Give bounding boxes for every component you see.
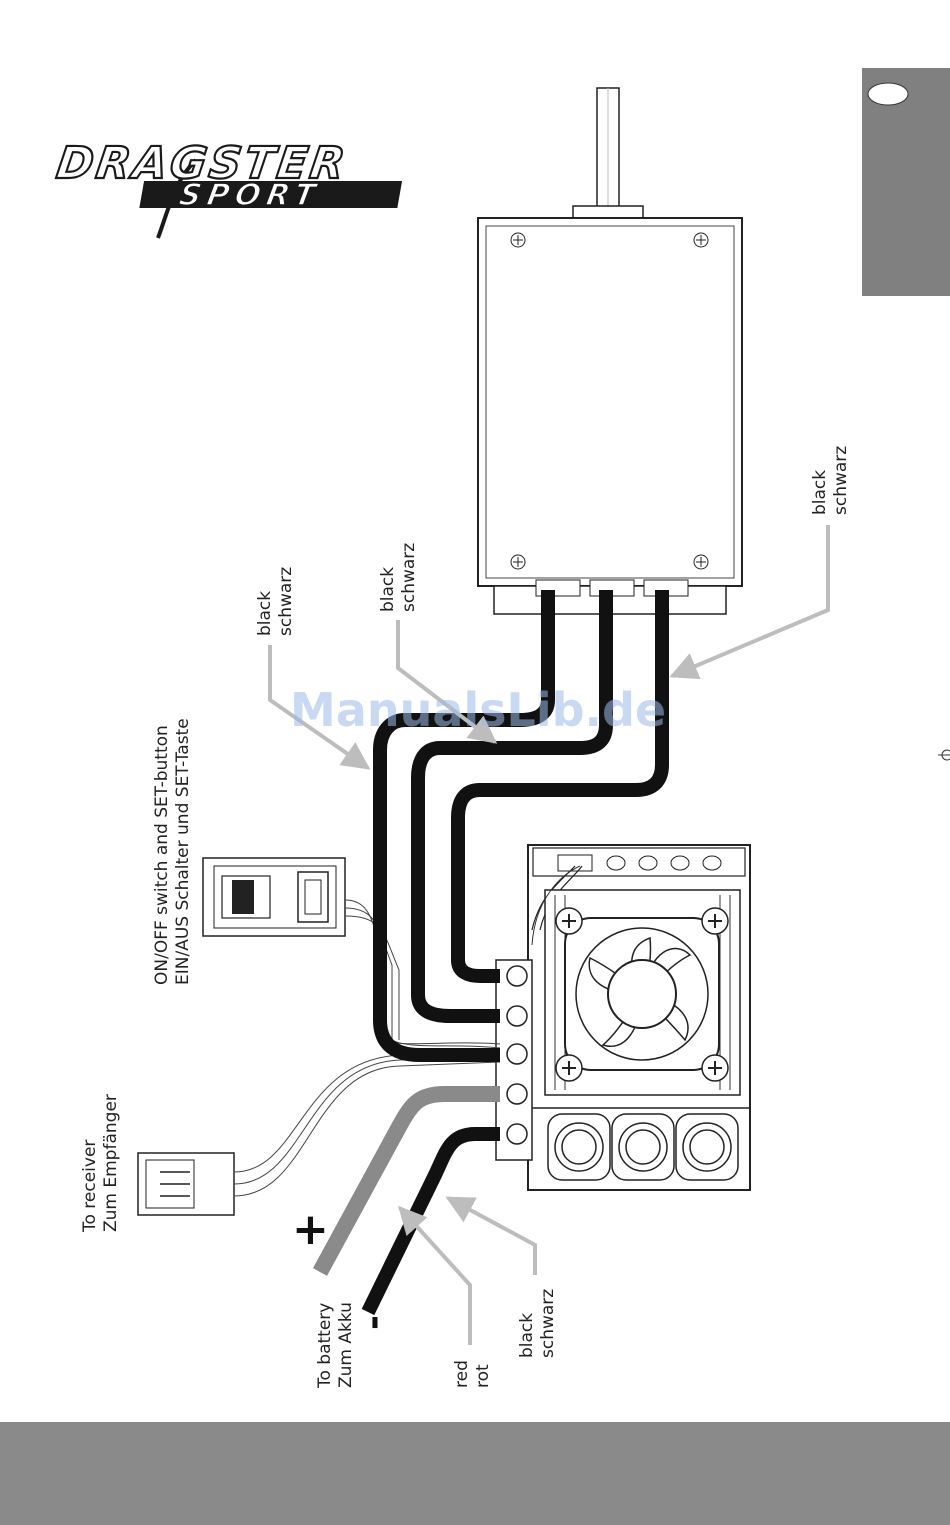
logo-line2: SPORT	[176, 178, 323, 213]
svg-text:black: black	[517, 1313, 537, 1358]
label-motor-wire-c: black schwarz	[810, 446, 851, 515]
label-switch: ON/OFF switch and SET-button EIN/AUS Sch…	[152, 718, 193, 985]
svg-text:To battery: To battery	[315, 1303, 335, 1389]
screw-icon	[556, 1055, 582, 1081]
svg-text:schwarz: schwarz	[399, 543, 419, 612]
svg-text:black: black	[810, 470, 830, 515]
label-receiver: To receiver Zum Empfänger	[80, 1094, 121, 1233]
label-black-wire: black schwarz	[517, 1289, 558, 1358]
svg-text:schwarz: schwarz	[538, 1289, 558, 1358]
screw-icon	[511, 555, 525, 569]
speed-controller	[496, 845, 750, 1190]
svg-text:schwarz: schwarz	[831, 446, 851, 515]
svg-text:ON/OFF switch and SET-button: ON/OFF switch and SET-button	[152, 725, 172, 985]
svg-text:schwarz: schwarz	[276, 567, 296, 636]
dragster-sport-logo: DRAGSTER SPORT	[53, 138, 402, 238]
label-battery: To battery Zum Akku	[315, 1302, 356, 1389]
svg-text:rot: rot	[473, 1364, 493, 1388]
label-motor-wire-b: black schwarz	[378, 543, 419, 612]
bottom-band	[0, 1422, 950, 1525]
on-off-switch[interactable]	[203, 858, 345, 936]
screw-icon	[511, 233, 525, 247]
label-red-wire: red rot	[452, 1360, 493, 1388]
svg-text:black: black	[255, 591, 275, 636]
svg-text:To receiver: To receiver	[80, 1140, 100, 1233]
receiver-plug	[138, 1153, 234, 1215]
svg-text:EIN/AUS Schalter und SET-Taste: EIN/AUS Schalter und SET-Taste	[173, 718, 193, 985]
svg-text:red: red	[452, 1360, 472, 1388]
battery-minus-sign: -	[353, 1315, 394, 1330]
screw-icon	[702, 908, 728, 934]
screw-icon	[694, 233, 708, 247]
svg-text:black: black	[378, 567, 398, 612]
screw-icon	[702, 1055, 728, 1081]
battery-plus-sign: +	[292, 1204, 329, 1255]
screw-icon	[556, 908, 582, 934]
screw-icon	[694, 555, 708, 569]
label-motor-wire-a: black schwarz	[255, 567, 296, 636]
battery-red-wire	[320, 1094, 500, 1272]
watermark: ManualsLib.de	[290, 683, 666, 737]
motor	[478, 88, 742, 614]
side-tab-oval	[868, 83, 908, 105]
svg-text:Zum Empfänger: Zum Empfänger	[101, 1094, 121, 1232]
svg-text:Zum Akku: Zum Akku	[336, 1302, 356, 1388]
